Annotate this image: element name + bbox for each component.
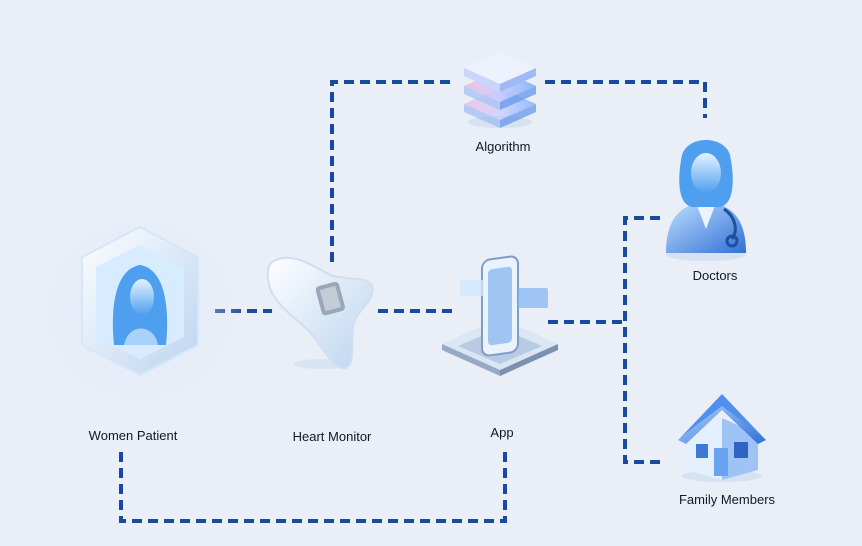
node-label-monitor: Heart Monitor: [292, 429, 372, 444]
woman-patient-icon: [32, 205, 248, 415]
connector-patient-app: [119, 452, 507, 523]
house-icon: [678, 394, 766, 482]
connector-monitor-algorithm: [330, 80, 455, 262]
doctor-icon: [666, 140, 746, 261]
connectors: [119, 80, 707, 523]
connector-branch-doctors: [623, 216, 660, 464]
node-label-algorithm: Algorithm: [475, 139, 531, 154]
node-label-doctors: Doctors: [692, 268, 738, 283]
node-label-app: App: [490, 425, 514, 440]
node-label-family: Family Members: [678, 492, 776, 507]
node-label-patient: Women Patient: [88, 428, 178, 443]
phone-app-icon: [442, 255, 558, 376]
layers-icon: [464, 52, 536, 128]
connector-algorithm-doctors: [545, 80, 707, 118]
heart-monitor-icon: [266, 256, 374, 370]
